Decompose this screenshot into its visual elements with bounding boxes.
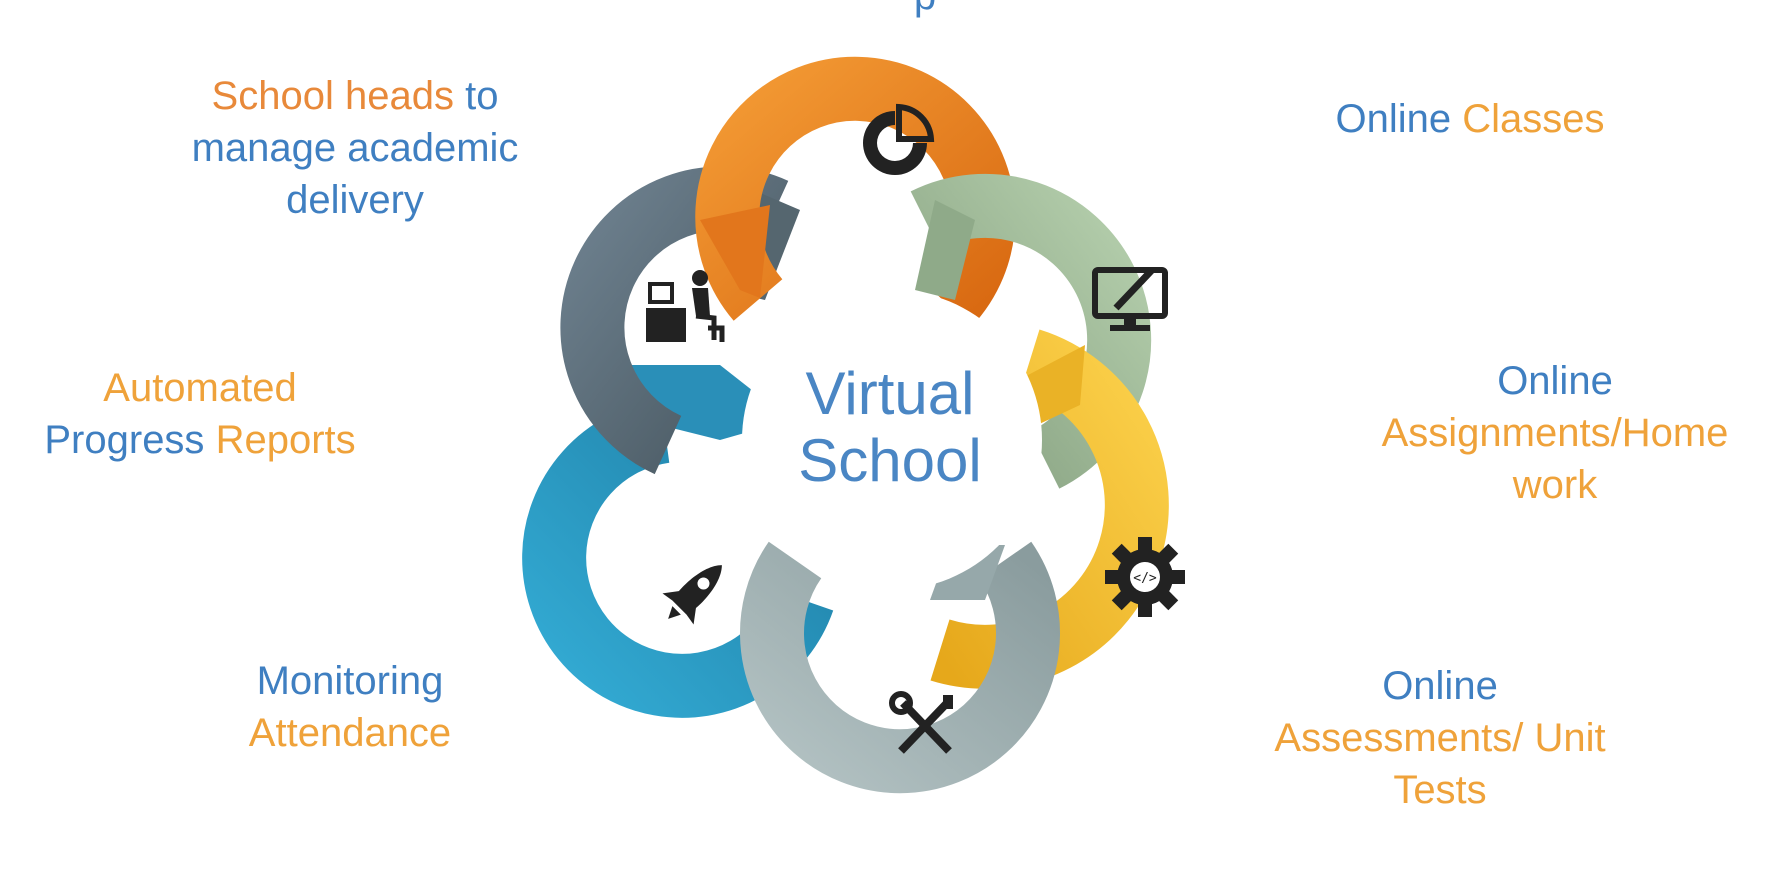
- center-title: Virtual School: [750, 360, 1030, 494]
- label-progress-reports: Automated Progress Reports: [0, 362, 400, 466]
- school-heads-line3: delivery: [286, 178, 424, 222]
- monitor-pen-icon: [1092, 267, 1168, 331]
- online-assessments-line2: Assessments/ Unit: [1274, 716, 1606, 760]
- online-assignments-line2: Assignments/Home: [1381, 411, 1729, 455]
- center-title-line1: Virtual: [805, 360, 975, 427]
- online-assignments-line3: work: [1512, 463, 1598, 507]
- center-title-line2: School: [798, 427, 982, 495]
- online-assignments-line1: Online: [1497, 359, 1613, 403]
- online-assessments-line1: Online: [1382, 664, 1498, 708]
- label-online-assessments: Online Assessments/ Unit Tests: [1240, 660, 1640, 816]
- school-heads-text: School heads: [211, 74, 454, 118]
- progress-reports-line1: Automated: [103, 366, 297, 410]
- gear-code-icon: </>: [1105, 537, 1185, 617]
- tools-icon: [889, 691, 953, 754]
- label-monitoring-attendance: Monitoring Attendance: [220, 655, 480, 759]
- label-online-assignments: Online Assignments/Home work: [1340, 355, 1770, 511]
- progress-reports-reports: Reports: [215, 418, 356, 462]
- pie-chart-icon: [863, 103, 935, 175]
- online-classes-online: Online: [1335, 97, 1452, 141]
- label-online-classes: Online Classes: [1300, 93, 1640, 145]
- label-school-heads: School heads to manage academic delivery: [140, 70, 570, 226]
- online-assessments-line3: Tests: [1393, 768, 1487, 812]
- school-heads-to-text: to: [465, 74, 499, 118]
- online-classes-classes: Classes: [1462, 97, 1605, 141]
- school-heads-line2: manage academic: [191, 126, 519, 170]
- monitoring-line1: Monitoring: [256, 659, 444, 703]
- svg-text:</>: </>: [1133, 571, 1157, 586]
- person-at-desk-icon: [646, 270, 725, 342]
- center-circle: [742, 290, 1042, 590]
- top-label-partial: p: [905, 0, 945, 22]
- progress-reports-progress: Progress: [44, 418, 205, 462]
- rocket-icon: [662, 565, 722, 625]
- monitoring-line2: Attendance: [248, 711, 452, 755]
